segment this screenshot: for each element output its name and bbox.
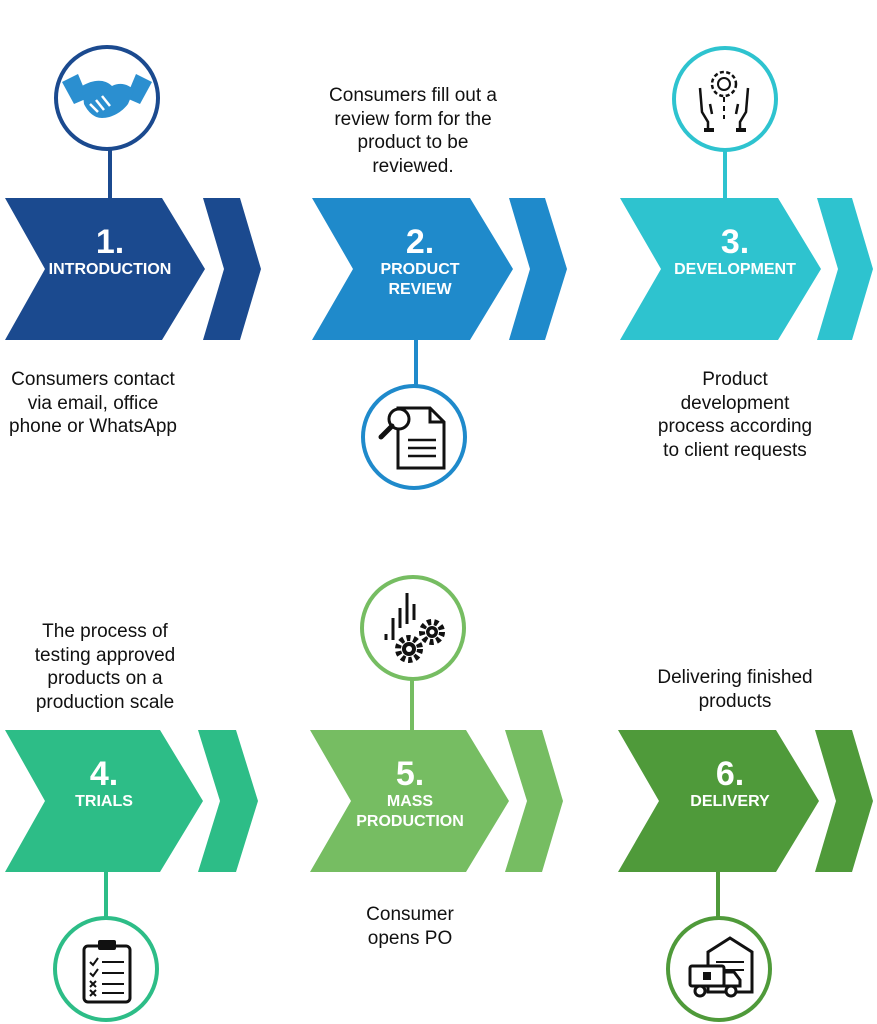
step-6-title: DELIVERY <box>690 793 770 810</box>
warehouse-truck-icon <box>666 916 772 1022</box>
step-1-chevron <box>203 198 261 340</box>
step-6-label: 6. DELIVERY <box>640 756 820 812</box>
step-2-arrow <box>312 198 513 340</box>
step-6-description: Delivering finished products <box>657 667 813 712</box>
step-4-chevron <box>198 730 258 872</box>
step-4-title: TRIALS <box>75 793 133 810</box>
step-1-label: 1. INTRODUCTION <box>20 224 200 280</box>
step-6-chevron <box>815 730 873 872</box>
step-1-description: Consumers contact via email, office phon… <box>9 369 177 437</box>
step-3-graphics <box>620 46 873 340</box>
step-3-description: Product development process according to… <box>657 369 813 461</box>
step-3-title: DEVELOPMENT <box>674 261 796 278</box>
step-4-graphics <box>5 730 258 1022</box>
step-6-number: 6. <box>715 755 745 793</box>
step-2-chevron <box>509 198 567 340</box>
step-5-arrow <box>310 730 509 872</box>
step-1-number: 1. <box>95 223 125 261</box>
step-2-label: 2. PRODUCT REVIEW <box>330 224 510 300</box>
step-5-label: 5. MASS PRODUCTION <box>320 756 500 832</box>
document-search-icon <box>361 384 467 490</box>
step-3-arrow <box>620 198 821 340</box>
step-1-title: INTRODUCTION <box>48 261 172 278</box>
step-5-graphics <box>310 575 563 872</box>
step-5-title: MASS PRODUCTION <box>356 793 464 830</box>
step-1-graphics <box>5 45 261 340</box>
step-5-number: 5. <box>395 755 425 793</box>
handshake-icon <box>54 45 160 151</box>
step-3-label: 3. DEVELOPMENT <box>645 224 825 280</box>
step-4-description: The process of testing approved products… <box>34 621 176 713</box>
innovation-hands-icon <box>672 46 778 152</box>
step-3-chevron <box>817 198 873 340</box>
step-2-graphics <box>312 198 567 490</box>
step-6-arrow <box>618 730 819 872</box>
step-2-number: 2. <box>405 223 435 261</box>
step-4-arrow <box>5 730 203 872</box>
step-1-arrow <box>5 198 205 340</box>
step-2-description: Consumers fill out a review form for the… <box>329 85 497 177</box>
step-5-description: Consumer opens PO <box>366 904 454 949</box>
step-4-label: 4. TRIALS <box>14 756 194 812</box>
clipboard-checklist-icon <box>53 916 159 1022</box>
gears-chart-icon <box>360 575 466 681</box>
step-2-title: PRODUCT REVIEW <box>380 261 460 298</box>
step-3-number: 3. <box>720 223 750 261</box>
step-4-number: 4. <box>89 755 119 793</box>
step-5-chevron <box>505 730 563 872</box>
step-6-graphics <box>618 730 873 1022</box>
